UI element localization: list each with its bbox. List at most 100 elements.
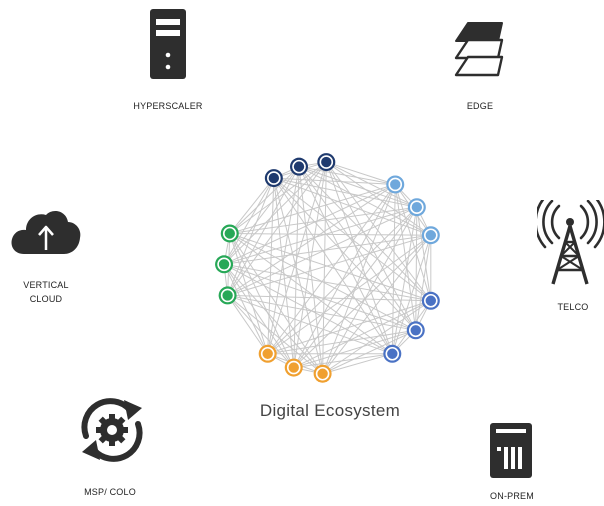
network-link [223, 264, 295, 368]
storage-appliance-icon [490, 423, 532, 478]
vertical-cloud-label: VERTICAL CLOUD [10, 278, 82, 306]
network-link [227, 234, 431, 296]
network-link [223, 264, 269, 354]
network-link [293, 300, 432, 369]
network-node-vertical-cloud [220, 224, 239, 243]
network-link [229, 233, 324, 375]
network-link [267, 329, 416, 355]
network-link [267, 300, 431, 355]
network-link [298, 166, 417, 331]
network-node-hyperscaler [290, 157, 309, 176]
network-node-msp-colo [284, 358, 303, 377]
network-node-edge [421, 226, 440, 245]
network-link [227, 206, 418, 296]
network-link [229, 233, 269, 354]
network-link [394, 184, 432, 301]
network-link [267, 206, 418, 355]
cell-tower-icon [537, 200, 604, 286]
network-link [273, 177, 396, 185]
network-node-vertical-cloud [218, 286, 237, 305]
on-prem-label: ON-PREM [490, 491, 534, 501]
network-link [267, 184, 396, 355]
center-title: Digital Ecosystem [259, 401, 401, 420]
network-link [273, 177, 393, 355]
network-link [227, 166, 300, 296]
network-link [326, 161, 432, 236]
network-link [223, 263, 431, 302]
network-link [229, 177, 275, 234]
network-link [322, 184, 396, 374]
network-link [273, 177, 417, 331]
network-link [229, 166, 300, 234]
network-link [322, 353, 393, 375]
network-link [267, 166, 300, 354]
network-link [223, 263, 416, 331]
network-link [326, 161, 396, 185]
network-node-msp-colo [313, 364, 332, 383]
network-link [416, 207, 432, 301]
network-link [227, 161, 327, 296]
vertical-cloud-label-line2: CLOUD [29, 294, 63, 304]
server-tower-icon [150, 9, 186, 79]
network-link [227, 294, 393, 355]
network-link [229, 183, 396, 234]
network-link [322, 234, 432, 375]
network-link [227, 294, 416, 331]
network-link [229, 233, 295, 368]
network-link [227, 294, 431, 302]
stacked-layers-icon [450, 22, 516, 78]
network-node-edge [386, 175, 405, 194]
hyperscaler-label: HYPERSCALER [133, 101, 203, 111]
network-link [273, 177, 431, 236]
cloud-upload-icon [10, 206, 82, 256]
network-link [229, 232, 431, 236]
network-link [227, 295, 269, 355]
network-link [325, 161, 393, 354]
network-link [229, 233, 416, 331]
network-link [227, 177, 275, 296]
network-node-telco [406, 321, 425, 340]
network-link [293, 184, 396, 368]
network-link [394, 184, 417, 331]
network-link [223, 234, 431, 265]
network-link [229, 233, 431, 302]
network-link [267, 178, 275, 354]
network-link [415, 207, 418, 331]
network-node-telco [421, 291, 440, 310]
network-link [223, 177, 275, 265]
vertical-cloud-label-line1: VERTICAL [23, 280, 69, 290]
network-link [326, 161, 418, 208]
network-link [229, 206, 417, 234]
network-link [229, 161, 327, 234]
edge-label: EDGE [466, 101, 494, 111]
network-node-hyperscaler [317, 153, 336, 172]
network-link [227, 184, 396, 296]
network-node-msp-colo [258, 344, 277, 363]
network-link [293, 353, 393, 369]
network-node-edge [407, 198, 426, 217]
network-link [223, 263, 323, 375]
network-link [415, 235, 432, 331]
msp-colo-label: MSP/ COLO [84, 487, 136, 497]
network-node-hyperscaler [264, 169, 283, 188]
network-link [267, 161, 327, 354]
network-link [391, 207, 418, 354]
network-link [391, 184, 396, 354]
gear-cycle-icon [72, 398, 152, 462]
telco-label: TELCO [557, 302, 589, 312]
network-link [267, 234, 432, 355]
network-link [293, 161, 327, 368]
network-link [325, 161, 432, 302]
network-link [223, 161, 327, 265]
network-link [227, 295, 323, 375]
network-node-telco [383, 344, 402, 363]
network-link [322, 162, 327, 374]
network-link [298, 166, 396, 185]
network-node-vertical-cloud [215, 255, 234, 274]
network-link [223, 206, 417, 265]
network-link [298, 166, 324, 374]
network-link [322, 329, 416, 375]
network-link [229, 233, 393, 355]
network-link [322, 300, 432, 375]
